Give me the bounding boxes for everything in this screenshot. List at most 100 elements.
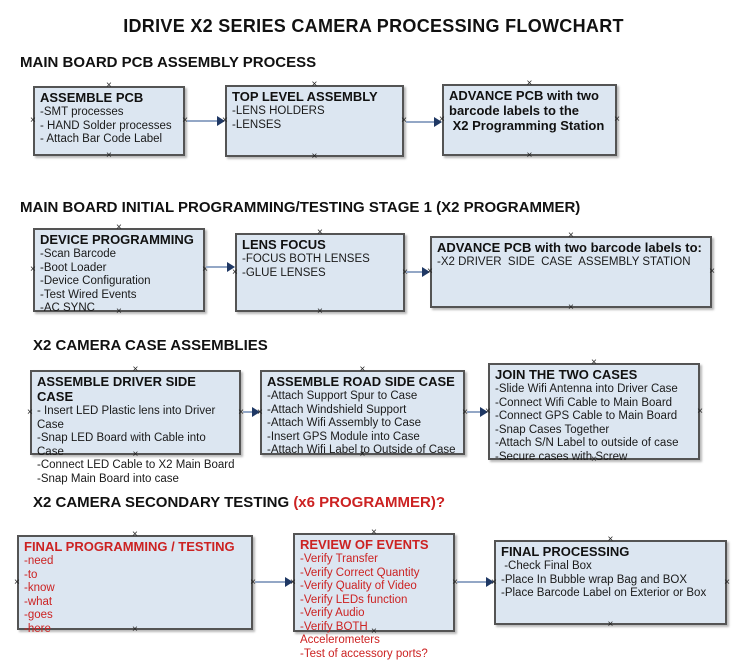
box-items: -Attach Support Spur to Case -Attach Win… [267,390,459,458]
box-title: DEVICE PROGRAMMING [40,232,194,247]
box-title: FINAL PROCESSING [501,544,630,559]
flow-box-assemble-road-side-case: × × × × ASSEMBLE ROAD SIDE CASE -Attach … [257,365,468,460]
box-item: -Slide Wifi Antenna into Driver Case [495,383,678,395]
arrow-shaft [457,581,488,583]
box-item: -Test Wired Events [40,288,137,301]
box-item: -here [24,622,51,635]
box-item: -Scan Barcode [40,248,117,260]
box-item: -AC SYNC [40,302,95,314]
arrow-head-icon [422,267,430,277]
flow-arrow [243,407,260,417]
box-item: -Snap Cases Together [495,423,610,436]
arrow-shaft [406,121,436,123]
box-item: -Insert GPS Module into Case [267,430,420,443]
box-item: -Verify Audio [300,607,365,619]
arrow-head-icon [252,407,260,417]
box-items: -Slide Wifi Antenna into Driver Case -Co… [495,383,694,464]
connection-point-icon: × [697,405,703,417]
flow-arrow [406,117,442,127]
box-item: -GLUE LENSES [242,266,326,279]
arrow-head-icon [486,577,494,587]
box-title: FINAL PROGRAMMING / TESTING [24,539,235,554]
box-title: ASSEMBLE ROAD SIDE CASE [267,374,455,389]
connection-point-icon: × [607,619,614,630]
flow-arrow [206,262,235,272]
arrow-shaft [187,120,219,122]
box-item: -SMT processes [40,106,124,118]
connection-point-icon: × [14,576,20,588]
flow-box-device-programming: × × × × DEVICE PROGRAMMING -Scan Barcode… [30,223,208,317]
box-item: -Snap Main Board into case [37,472,179,485]
section-header-case-assemblies: X2 CAMERA CASE ASSEMBLIES [33,337,268,354]
box-item: -Connect Wifi Cable to Main Board [495,396,673,409]
box-item: -Check Final Box [501,560,592,572]
box-title: TOP LEVEL ASSEMBLY [232,89,378,104]
box-item: -Snap LED Board with Cable into Case [37,432,209,458]
connection-point-icon: × [30,264,36,275]
box-items: -SMT processes - HAND Solder processes -… [40,106,179,147]
box-item: -Attach Wifi Assembly to Case [267,417,422,429]
flow-box-advance-pcb-programming-station: × × × × ADVANCE PCB with two barcode lab… [439,79,620,161]
box-title: ADVANCE PCB with two barcode labels to t… [449,88,605,133]
page-title: IDRIVE X2 SERIES CAMERA PROCESSING FLOWC… [123,16,624,36]
connection-point-icon: × [568,302,574,313]
box-item: -LENS HOLDERS [232,105,325,117]
section-header-secondary-testing: X2 CAMERA SECONDARY TESTING (x6 PROGRAMM… [33,494,445,511]
box-item: - Attach Bar Code Label [40,133,163,145]
box-item: -Secure cases with Screw [495,450,628,463]
flow-box-final-processing: × × × × FINAL PROCESSING -Check Final Bo… [491,535,730,630]
box-item: -what [24,595,53,608]
box-item: -goes [24,609,53,621]
flow-box-lens-focus: × × × × LENS FOCUS -FOCUS BOTH LENSES -G… [232,228,408,317]
section-header-black-part: X2 CAMERA SECONDARY TESTING [33,494,294,511]
flow-box-review-of-events: × × × × REVIEW OF EVENTS -Verify Transfe… [290,528,458,660]
box-item: - Insert LED Plastic lens into Driver Ca… [37,405,219,431]
connection-point-icon: × [30,115,36,126]
flow-arrow [467,407,488,417]
box-item: -Verify Transfer [300,553,378,565]
box-items: -LENS HOLDERS -LENSES [232,105,398,132]
arrow-shaft [255,581,287,583]
box-items: -X2 DRIVER SIDE CASE ASSEMBLY STATION [437,256,706,270]
box-title: ASSEMBLE DRIVER SIDE CASE [37,374,200,404]
box-title: JOIN THE TWO CASES [495,367,638,382]
arrow-head-icon [434,117,442,127]
box-item: - HAND Solder processes [40,119,172,132]
arrow-shaft [243,411,254,413]
box-title: REVIEW OF EVENTS [300,537,429,552]
box-title: ASSEMBLE PCB [40,90,144,105]
box-item: -LENSES [232,118,282,131]
connection-point-icon: × [27,406,33,418]
box-item: -Verify Quality of Video [300,580,417,592]
box-item: -Device Configuration [40,275,151,287]
flow-arrow [187,116,225,126]
box-item: -need [24,555,54,567]
box-items: - Insert LED Plastic lens into Driver Ca… [37,405,235,486]
section-header-red-part: (x6 PROGRAMMER)? [293,494,445,511]
flow-arrow [406,267,430,277]
arrow-shaft [206,266,229,268]
box-item: -to [24,568,38,581]
box-item: -FOCUS BOTH LENSES [242,253,370,265]
box-title: ADVANCE PCB with two barcode labels to: [437,240,702,255]
flow-box-advance-pcb-driver-side: × × × × ADVANCE PCB with two barcode lab… [427,231,715,313]
connection-point-icon: × [724,576,730,588]
box-item: -Attach S/N Label to outside of case [495,437,679,449]
connection-point-icon: × [317,306,323,317]
box-items: -need -to -know -what -goes -here [24,555,247,636]
box-item: -Connect LED Cable to X2 Main Board [37,459,235,471]
box-item: -Attach Support Spur to Case [267,390,418,402]
box-title: LENS FOCUS [242,237,326,252]
box-item: -Verify BOTH Accelerometers [300,620,380,647]
box-item: -Attach Windshield Support [267,403,407,416]
box-item: -X2 DRIVER SIDE CASE ASSEMBLY STATION [437,256,691,268]
flow-box-top-level-assembly: × × × × TOP LEVEL ASSEMBLY -LENS HOLDERS… [222,80,407,162]
arrow-head-icon [217,116,225,126]
flow-box-join-the-two-cases: × × × × JOIN THE TWO CASES -Slide Wifi A… [485,358,703,465]
box-item: -Boot Loader [40,261,107,274]
arrow-head-icon [285,577,293,587]
connection-point-icon: × [526,150,533,161]
flow-arrow [255,577,293,587]
box-items: -Check Final Box -Place In Bubble wrap B… [501,560,721,601]
